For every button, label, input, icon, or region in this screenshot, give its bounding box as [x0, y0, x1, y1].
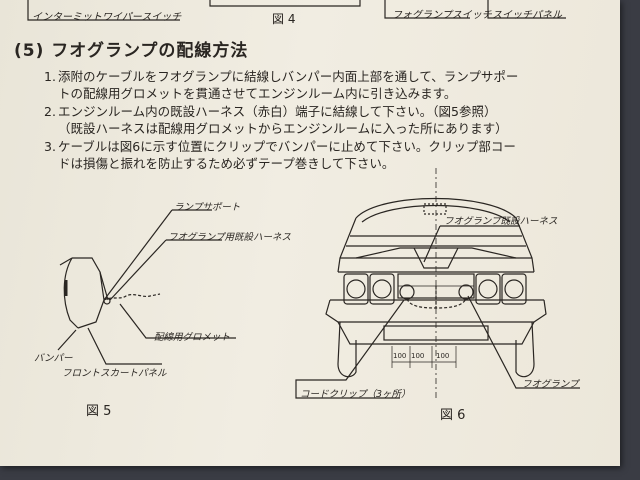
fig6-label-cord-clip: コードクリップ（3ヶ所） — [300, 389, 411, 400]
top-label-fog-switch: フォグランプスイッチ — [392, 10, 492, 21]
figure-5-caption: 図 5 — [86, 404, 112, 419]
fig6-dim-mid: 100 — [411, 352, 425, 360]
step-3-line-2: ドは損傷と振れを防止するため必ずテープ巻きして下さい。 — [58, 156, 395, 171]
fig6-label-existing-harness: フオグランプ既設ハーネス — [444, 216, 558, 227]
fig6-dim-left: 100 — [393, 352, 407, 360]
step-2-line-2: （既設ハーネスは配線用グロメットからエンジンルームに入った所にあります） — [58, 121, 508, 136]
section-heading: (5) フオグランプの配線方法 — [14, 41, 249, 61]
diagram-line-art — [27, 0, 580, 400]
figure-5-drawing — [57, 209, 236, 365]
step-2-number: 2. — [44, 104, 56, 119]
step-3-number: 3. — [44, 139, 56, 154]
fig5-label-grommet: 配線用グロメット — [154, 332, 231, 343]
step-1-line-1: 添附のケーブルをフオグランプに結線しバンパー内面上部を通して、ランプサポー — [58, 69, 519, 84]
fig5-label-skirt-panel: フロントスカートパネル — [62, 368, 167, 379]
step-2-line-1: エンジンルーム内の既設ハーネス（赤白）端子に結線して下さい。（図5参照） — [58, 104, 497, 119]
top-label-wiper-switch: インターミットワイパースイッチ — [32, 12, 182, 23]
step-1-line-2: トの配線用グロメットを貫通させてエンジンルーム内に引き込みます。 — [58, 86, 457, 101]
fig5-label-bumper: バンパー — [34, 353, 73, 364]
figure-6-caption: 図 6 — [440, 408, 466, 423]
figure-6-drawing — [295, 168, 580, 400]
fig5-label-lamp-support: ランプサポート — [174, 202, 241, 213]
manual-page: インターミットワイパースイッチ 図 4 フォグランプスイッチ スイッチパネル (… — [0, 0, 620, 466]
fig6-dim-right: 100 — [436, 352, 450, 360]
step-1-number: 1. — [44, 69, 56, 84]
fig5-label-fog-harness: フオグランプ用既設ハーネス — [168, 232, 292, 243]
top-label-switch-panel: スイッチパネル — [492, 10, 562, 21]
fig6-label-fog-lamp: フオグランプ — [522, 379, 579, 390]
step-3-line-1: ケーブルは図6に示す位置にクリップでバンパーに止めて下さい。クリップ部コー — [58, 139, 516, 154]
figure-4-caption: 図 4 — [272, 12, 296, 26]
